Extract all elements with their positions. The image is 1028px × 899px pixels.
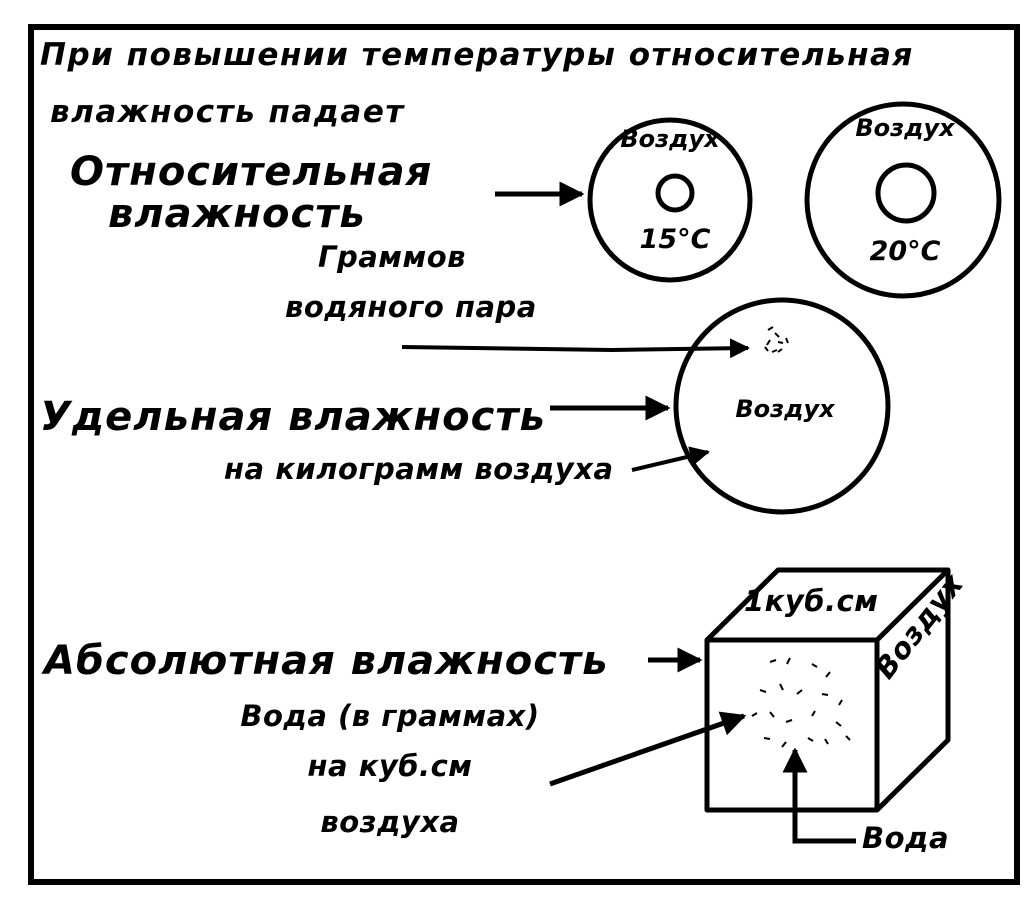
arrow-vapor <box>401 338 750 359</box>
header-line-2: влажность падает <box>50 94 405 130</box>
air-circle-specific <box>673 297 891 515</box>
grams-line-1: Граммов <box>318 240 466 274</box>
arrow-desc <box>549 711 747 787</box>
circle-b-temp: 20°С <box>869 236 941 267</box>
air-circle-15 <box>587 117 753 283</box>
header-line-1: При повышении температуры относительная <box>40 37 914 73</box>
cube-top-label: 1куб.см <box>744 584 879 618</box>
air-circle-20 <box>804 101 1002 299</box>
vapor-dot-15 <box>655 173 695 213</box>
vapor-dot-20 <box>875 162 937 224</box>
specific-per-kg: на килограмм воздуха <box>224 452 614 486</box>
arrow-water <box>782 747 856 844</box>
circle-b-label: Воздух <box>855 114 955 142</box>
circle-specific-label: Воздух <box>735 395 835 423</box>
vapor-speckle <box>764 326 789 353</box>
air-cube <box>704 567 951 813</box>
absolute-title: Абсолютная влажность <box>44 638 609 684</box>
relative-title-2: влажность <box>108 191 366 237</box>
outer-frame <box>28 24 1020 885</box>
arrow-per-kg <box>631 446 710 472</box>
relative-title-1: Относительная <box>70 149 433 195</box>
water-speckle <box>751 657 851 764</box>
absolute-desc-2: на куб.см <box>307 749 473 783</box>
absolute-desc-1: Вода (в граммах) <box>240 699 540 733</box>
specific-title: Удельная влажность <box>40 394 546 440</box>
water-label: Вода <box>862 821 950 855</box>
absolute-desc-3: воздуха <box>320 805 460 839</box>
circle-a-temp: 15°С <box>639 224 711 255</box>
grams-line-2: водяного пара <box>285 290 537 324</box>
circle-a-label: Воздух <box>620 125 720 153</box>
